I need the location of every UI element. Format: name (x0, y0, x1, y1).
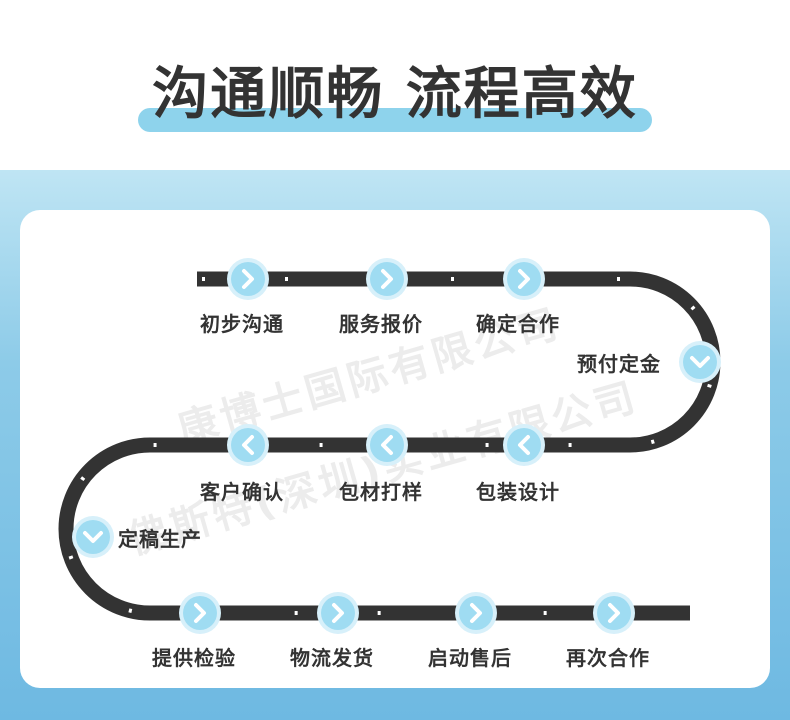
node-disc (321, 596, 355, 630)
step-node-9 (179, 592, 221, 634)
chevron-right-icon (470, 603, 482, 623)
step-label-2: 服务报价 (339, 312, 423, 336)
node-disc (370, 262, 404, 296)
chevron-right-icon (381, 269, 393, 289)
step-label-1: 初步沟通 (200, 312, 284, 336)
node-disc (683, 345, 717, 379)
node-disc (597, 596, 631, 630)
step-node-6 (366, 424, 408, 466)
step-node-5 (503, 424, 545, 466)
step-label-7: 客户确认 (200, 480, 284, 504)
process-nodes (72, 258, 721, 634)
step-node-3 (503, 258, 545, 300)
chevron-left-icon (242, 435, 254, 455)
step-node-2 (366, 258, 408, 300)
node-disc (459, 596, 493, 630)
step-label-9: 提供检验 (152, 646, 236, 670)
node-disc (507, 428, 541, 462)
step-node-12 (593, 592, 635, 634)
page-title: 沟通顺畅 流程高效 (152, 62, 638, 127)
chevron-left-icon (518, 435, 530, 455)
node-disc (231, 428, 265, 462)
step-node-1 (227, 258, 269, 300)
node-disc (183, 596, 217, 630)
step-label-12: 再次合作 (566, 646, 650, 670)
node-disc (231, 262, 265, 296)
chevron-left-icon (381, 435, 393, 455)
step-label-3: 确定合作 (476, 312, 560, 336)
node-disc (76, 520, 110, 554)
chevron-right-icon (242, 269, 254, 289)
title-underline-bar (138, 108, 652, 132)
chevron-right-icon (332, 603, 344, 623)
chevron-right-icon (518, 269, 530, 289)
chevron-down-icon (690, 356, 710, 368)
chevron-down-icon (83, 531, 103, 543)
step-node-7 (227, 424, 269, 466)
chevron-right-icon (194, 603, 206, 623)
chevron-right-icon (608, 603, 620, 623)
step-label-10: 物流发货 (290, 646, 374, 670)
step-label-11: 启动售后 (428, 646, 512, 670)
node-disc (507, 262, 541, 296)
node-disc (370, 428, 404, 462)
step-label-4: 预付定金 (577, 352, 661, 376)
step-label-8: 定稿生产 (118, 527, 202, 551)
step-label-5: 包装设计 (476, 480, 560, 504)
step-node-4 (679, 341, 721, 383)
title-container: 沟通顺畅 流程高效 (0, 58, 790, 132)
step-node-8 (72, 516, 114, 558)
step-node-11 (455, 592, 497, 634)
step-node-10 (317, 592, 359, 634)
step-label-6: 包材打样 (339, 480, 423, 504)
header-area (0, 0, 790, 170)
